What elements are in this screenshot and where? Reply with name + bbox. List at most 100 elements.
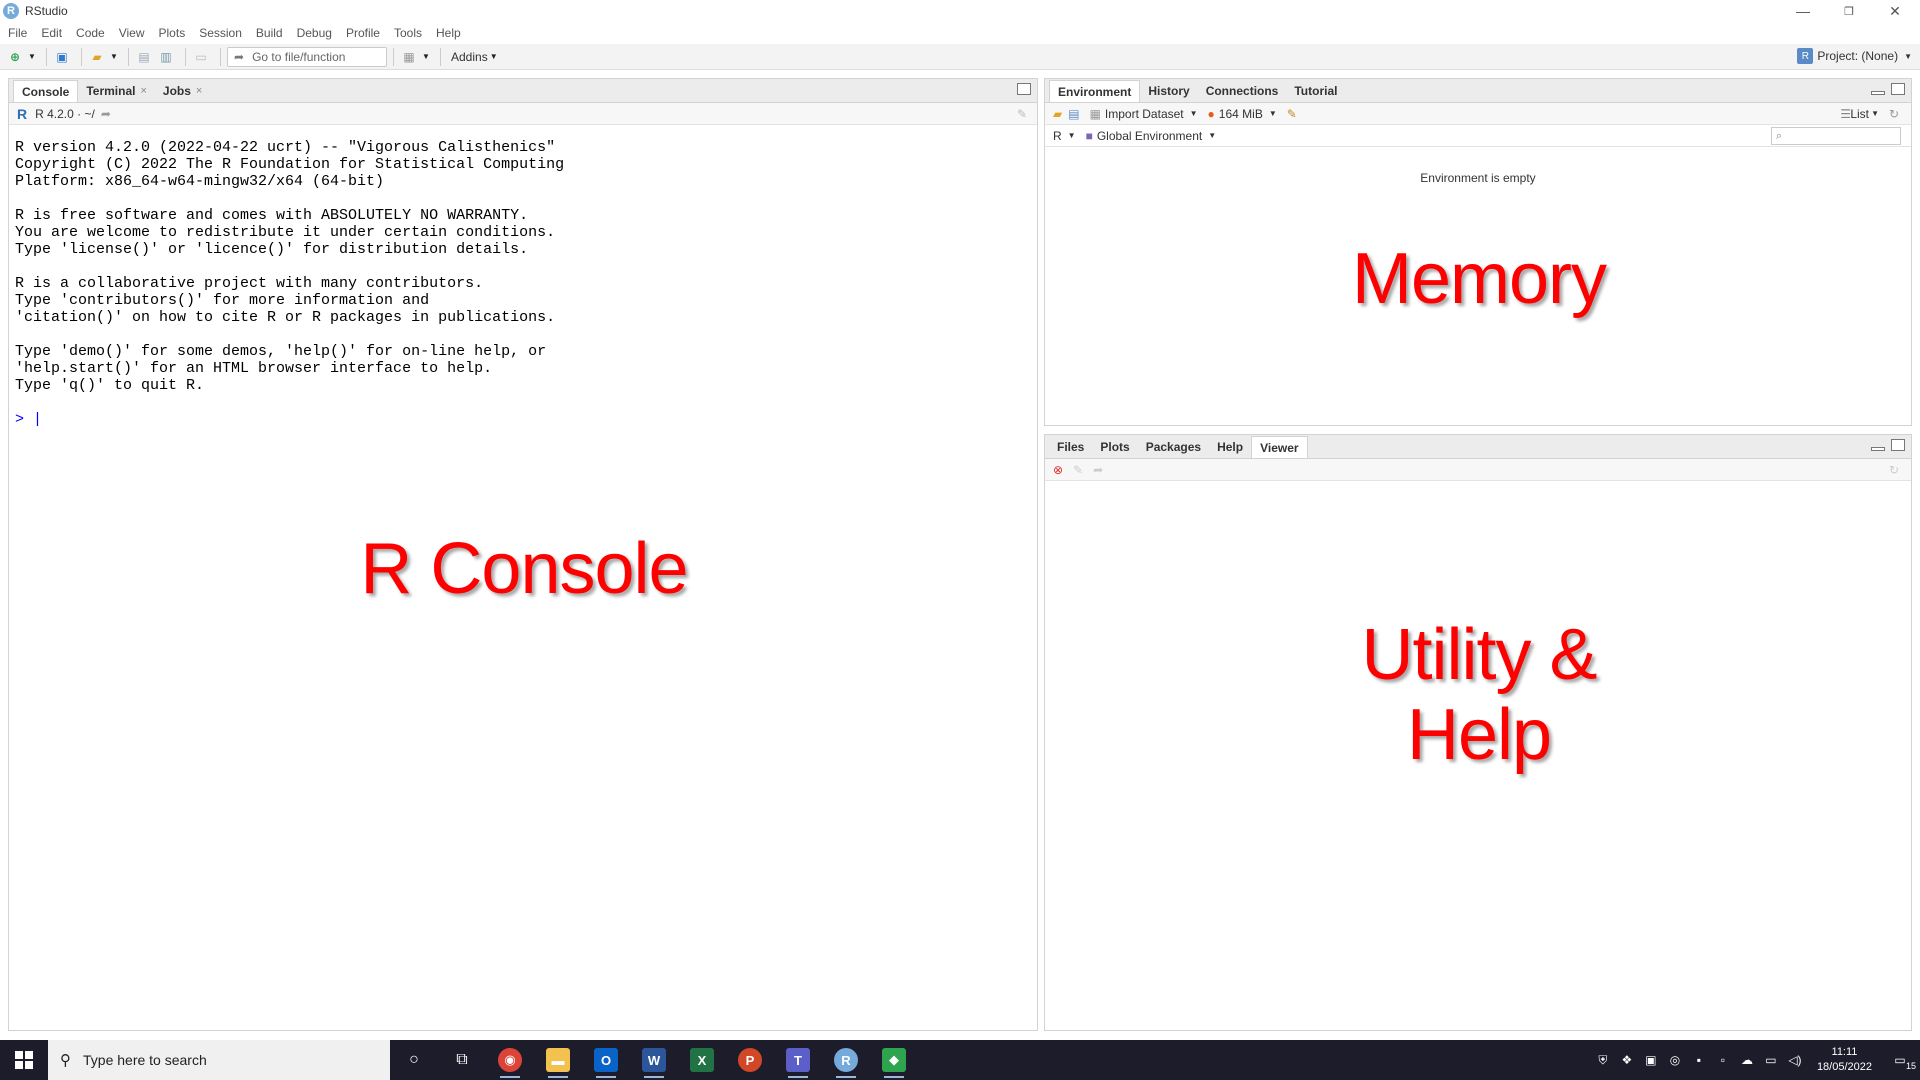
export-icon[interactable]: ➦	[1093, 462, 1104, 477]
close-tab-icon[interactable]: ×	[140, 85, 147, 97]
teams-icon[interactable]: T	[774, 1040, 822, 1080]
tab-packages[interactable]: Packages	[1138, 436, 1209, 458]
language-dropdown[interactable]: R	[1053, 128, 1062, 143]
tab-label: Terminal	[86, 84, 136, 98]
project-menu[interactable]: R Project: (None) ▼	[1797, 48, 1912, 64]
addins-menu[interactable]: Addins	[451, 49, 488, 64]
dropbox-icon[interactable]: ❖	[1621, 1053, 1633, 1067]
teams-tray-icon[interactable]: ▣	[1645, 1053, 1657, 1067]
save-icon[interactable]: ▤	[138, 49, 150, 64]
save-all-icon[interactable]: ▥	[160, 49, 172, 64]
tab-plots[interactable]: Plots	[1092, 436, 1137, 458]
tab-files[interactable]: Files	[1049, 436, 1092, 458]
goto-directory-icon[interactable]: ➦	[100, 106, 111, 121]
goto-file-input[interactable]: ➦ Go to file/function	[227, 46, 387, 67]
refresh-icon[interactable]: ↻	[1888, 106, 1899, 121]
tab-connections[interactable]: Connections	[1198, 80, 1287, 102]
dropdown-arrow-icon[interactable]: ▼	[28, 52, 36, 61]
windows-taskbar: ⚲ Type here to search ○ ⧉ ◉ ▬ O W X P T …	[0, 1040, 1920, 1080]
tab-help[interactable]: Help	[1209, 436, 1251, 458]
menu-edit[interactable]: Edit	[41, 26, 63, 40]
pane-layout-icon[interactable]: ▦	[403, 49, 415, 64]
menu-code[interactable]: Code	[76, 26, 105, 40]
minimize-pane-icon[interactable]	[1871, 91, 1885, 95]
clear-console-icon[interactable]: ✎	[1016, 106, 1027, 121]
dropdown-arrow-icon[interactable]: ▼	[1268, 109, 1277, 118]
menu-session[interactable]: Session	[199, 26, 242, 40]
clear-objects-broom-icon[interactable]: ✎	[1286, 106, 1297, 121]
stop-icon[interactable]: ⊗	[1053, 462, 1064, 477]
save-workspace-icon[interactable]: ▤	[1068, 106, 1080, 121]
notification-count-badge: 15	[1905, 1061, 1916, 1071]
network-icon[interactable]: ▭	[1765, 1053, 1777, 1067]
files-tabbar: Files Plots Packages Help Viewer	[1045, 435, 1911, 459]
dropdown-arrow-icon[interactable]: ▼	[110, 52, 118, 61]
tab-console[interactable]: Console	[13, 80, 79, 102]
view-mode-dropdown[interactable]: List	[1850, 106, 1869, 121]
word-icon[interactable]: W	[630, 1040, 678, 1080]
open-folder-icon[interactable]: ▰	[92, 49, 102, 64]
other-app-icon[interactable]: ◆	[870, 1040, 918, 1080]
powerpoint-icon[interactable]: P	[726, 1040, 774, 1080]
refresh-icon[interactable]: ↻	[1888, 462, 1899, 477]
minimize-pane-icon[interactable]	[1871, 447, 1885, 451]
new-project-icon[interactable]: ▣	[56, 49, 68, 64]
tab-environment[interactable]: Environment	[1049, 80, 1141, 102]
start-button[interactable]	[0, 1040, 48, 1080]
security-icon[interactable]: ⛨	[1598, 1052, 1608, 1067]
excel-icon[interactable]: X	[678, 1040, 726, 1080]
menu-debug[interactable]: Debug	[296, 26, 332, 40]
clear-viewer-broom-icon[interactable]: ✎	[1073, 462, 1084, 477]
memory-usage-label[interactable]: 164 MiB	[1218, 106, 1263, 121]
menu-plots[interactable]: Plots	[158, 26, 186, 40]
taskbar-search-box[interactable]: ⚲ Type here to search	[48, 1040, 390, 1080]
dropdown-arrow-icon[interactable]: ▼	[489, 52, 498, 61]
sync-icon[interactable]: ◎	[1669, 1053, 1681, 1067]
file-explorer-icon[interactable]: ▬	[534, 1040, 582, 1080]
new-file-icon[interactable]: ⊕	[9, 49, 21, 64]
tab-jobs[interactable]: Jobs×	[155, 80, 210, 102]
import-dataset-button[interactable]: Import Dataset	[1104, 106, 1184, 121]
close-button[interactable]: ✕	[1889, 2, 1901, 19]
print-icon[interactable]: ▭	[195, 49, 207, 64]
dropdown-arrow-icon[interactable]: ▼	[1208, 131, 1217, 140]
tab-tutorial[interactable]: Tutorial	[1286, 80, 1345, 102]
cortana-icon[interactable]: ○	[390, 1040, 438, 1080]
outlook-icon[interactable]: O	[582, 1040, 630, 1080]
dropdown-arrow-icon[interactable]: ▼	[1189, 109, 1198, 118]
onedrive-icon[interactable]: ☁	[1740, 1053, 1753, 1067]
environment-search-input[interactable]: ⌕	[1771, 127, 1901, 145]
taskbar-clock[interactable]: 11:11 18/05/2022	[1817, 1045, 1872, 1075]
load-workspace-icon[interactable]: ▰	[1053, 106, 1063, 121]
restore-pane-icon[interactable]	[1017, 83, 1031, 95]
menu-view[interactable]: View	[118, 26, 145, 40]
outlook-tray-icon[interactable]: ▪	[1696, 1053, 1702, 1067]
r-console-overlay-label: R Console	[360, 529, 688, 609]
notifications-icon[interactable]: ▭15	[1894, 1053, 1916, 1071]
volume-icon[interactable]: ◁)	[1788, 1053, 1802, 1067]
minimize-button[interactable]: —	[1796, 3, 1810, 19]
task-view-icon[interactable]: ⧉	[438, 1040, 486, 1080]
dropdown-arrow-icon[interactable]: ▼	[1871, 109, 1879, 118]
pane-controls	[1017, 83, 1031, 95]
console-prompt[interactable]: > |	[15, 411, 43, 428]
menu-help[interactable]: Help	[436, 26, 461, 40]
menu-tools[interactable]: Tools	[393, 26, 422, 40]
dropdown-arrow-icon[interactable]: ▼	[1067, 131, 1076, 140]
restore-button[interactable]: ❐	[1844, 5, 1854, 18]
rstudio-taskbar-icon[interactable]: R	[822, 1040, 870, 1080]
tab-label: Viewer	[1260, 440, 1299, 455]
tab-terminal[interactable]: Terminal ×	[78, 80, 155, 102]
maximize-pane-icon[interactable]	[1891, 83, 1905, 95]
menu-build[interactable]: Build	[255, 26, 283, 40]
close-tab-icon[interactable]: ×	[195, 85, 203, 97]
chrome-icon[interactable]: ◉	[486, 1040, 534, 1080]
menu-profile[interactable]: Profile	[345, 26, 380, 40]
dropdown-arrow-icon[interactable]: ▼	[422, 52, 430, 61]
maximize-pane-icon[interactable]	[1891, 439, 1905, 451]
tab-history[interactable]: History	[1140, 80, 1197, 102]
environment-scope-dropdown[interactable]: Global Environment	[1096, 128, 1203, 143]
tab-viewer[interactable]: Viewer	[1251, 436, 1308, 458]
app-tray-icon[interactable]: ▫	[1720, 1053, 1726, 1067]
menu-file[interactable]: File	[8, 26, 28, 40]
